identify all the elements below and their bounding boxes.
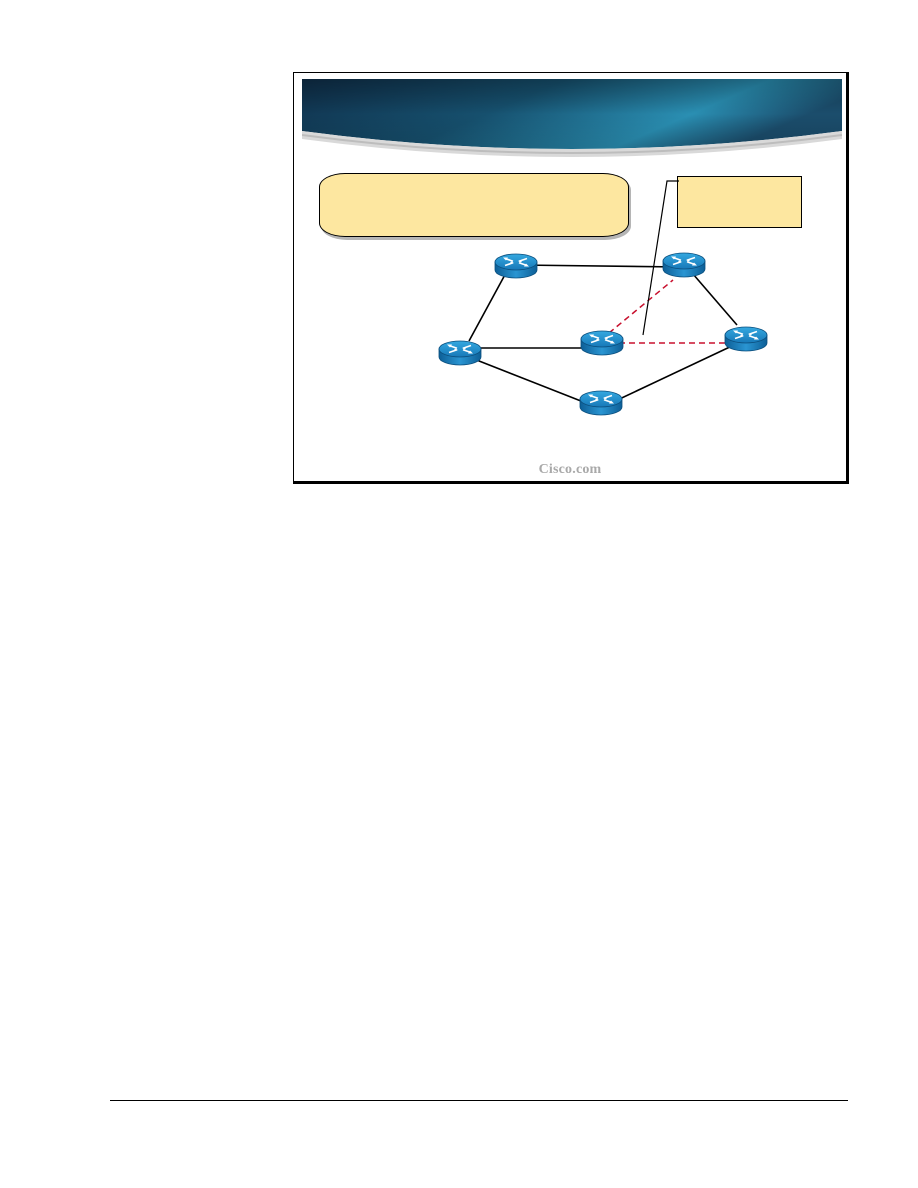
page-footer-rule: [110, 1100, 848, 1101]
slide-frame: Cisco.com: [293, 72, 849, 484]
link-top-right-to-right: [692, 273, 738, 326]
network-diagram: [438, 180, 768, 416]
callout-pointer-line: [642, 180, 679, 336]
router-icon: [438, 340, 482, 366]
footer-brand: Cisco.com: [538, 462, 602, 477]
link-top-left-to-top-right: [517, 264, 682, 268]
dashed-link-center-to-top-right: [608, 279, 674, 334]
slide-header-banner: [302, 79, 842, 171]
callout-label-box: [677, 176, 802, 228]
dashed-links: [608, 279, 726, 344]
link-left-to-bottom: [473, 358, 587, 404]
router-icon: [724, 326, 768, 352]
link-bottom-to-right: [610, 344, 735, 404]
router-icon: [494, 253, 538, 279]
callout-rounded-box: [319, 173, 629, 237]
link-top-left-to-left: [468, 270, 508, 342]
router-icon: [579, 390, 623, 416]
router-icon: [580, 330, 624, 356]
router-icon: [662, 252, 706, 278]
